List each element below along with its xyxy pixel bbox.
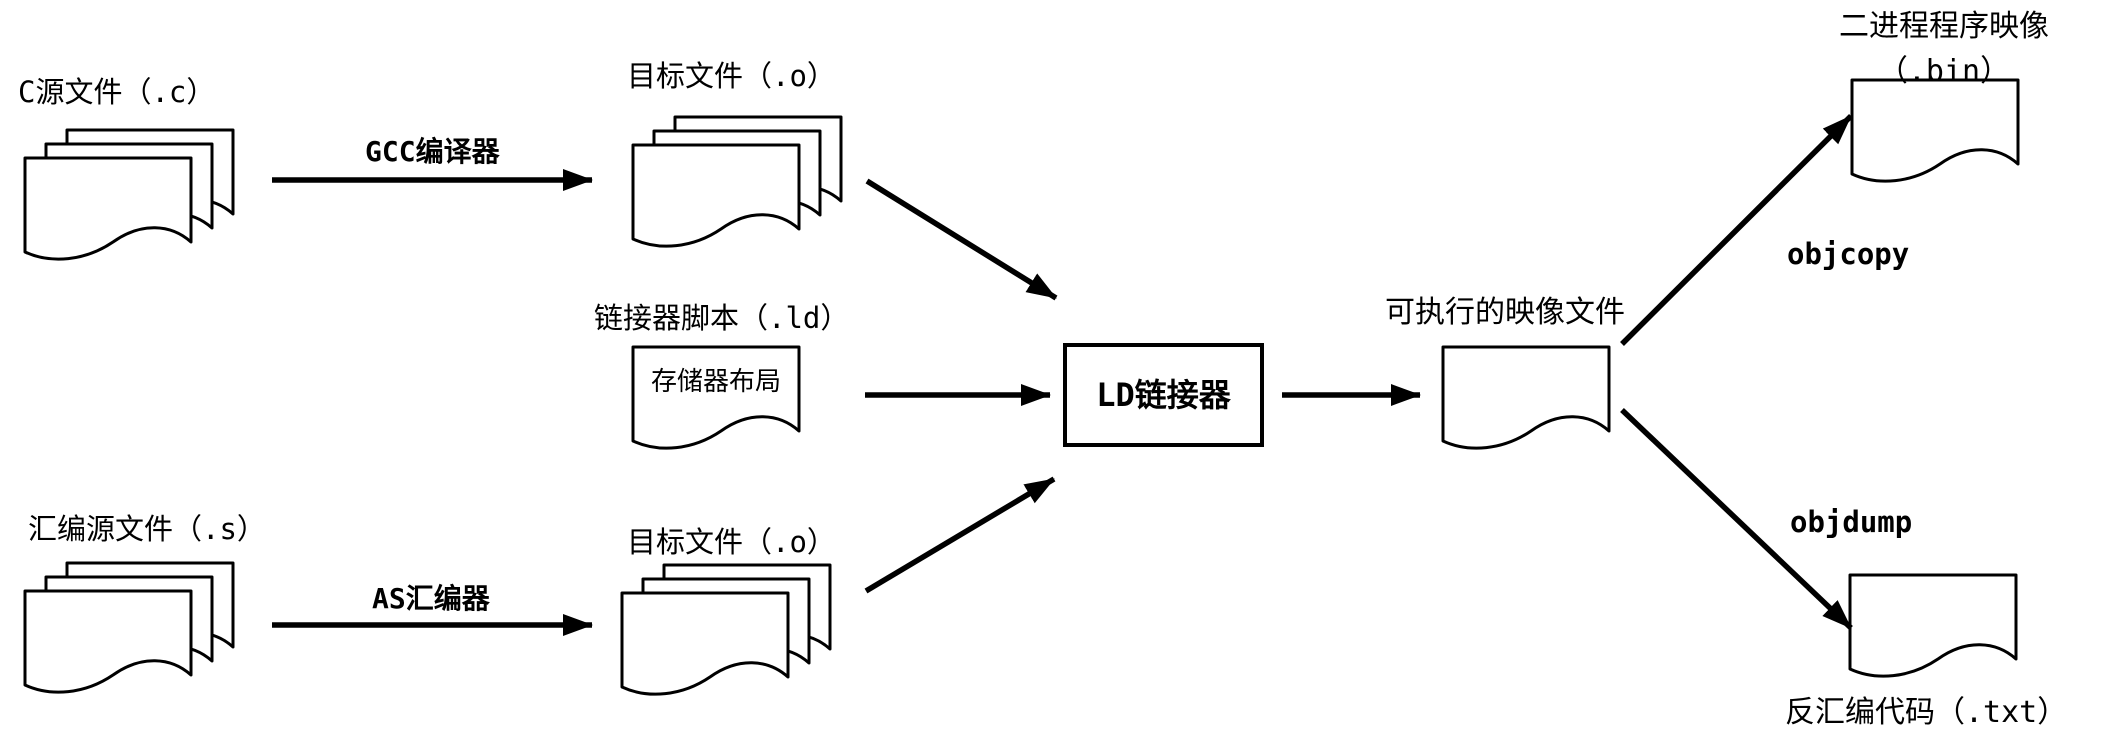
object-files-top-label: 目标文件（.o）: [627, 59, 836, 93]
objdump-arrow: [1620, 408, 1853, 630]
asm-source-document-stack-icon: [25, 563, 233, 692]
executable-image-label: 可执行的映像文件: [1385, 295, 1625, 330]
c-source-label: C源文件（.c）: [18, 75, 216, 109]
bin-image-label-line2: （.bin）: [1877, 54, 2011, 89]
bin-image-label: 二进程程序映像 （.bin）: [1799, 4, 2089, 94]
as-assembler-label: AS汇编器: [372, 582, 490, 615]
asm-source-label: 汇编源文件（.s）: [28, 512, 266, 546]
bin-image-label-line1: 二进程程序映像: [1839, 9, 2049, 44]
object-files-bottom-document-stack-icon: [622, 565, 830, 694]
object-files-top-document-stack-icon: [633, 117, 841, 246]
linker-script-label: 链接器脚本（.ld）: [594, 301, 850, 335]
executable-image-document-icon: [1441, 345, 1611, 450]
gcc-compiler-label: GCC编译器: [365, 135, 500, 168]
ld-linker-box: [1063, 343, 1264, 447]
bin-image-document-icon: [1850, 78, 2020, 183]
object-bottom-to-ld-arrow: [864, 476, 1056, 594]
disasm-code-label: 反汇编代码（.txt）: [1785, 695, 2068, 730]
object-files-bottom-label: 目标文件（.o）: [627, 525, 836, 559]
ld-linker-label: LD链接器: [1096, 375, 1231, 414]
disasm-code-document-icon: [1848, 573, 2018, 678]
memory-layout-text: 存储器布局: [650, 367, 781, 397]
objcopy-arrow: [1620, 114, 1853, 346]
object-top-to-ld-arrow: [865, 178, 1058, 301]
c-source-document-stack-icon: [25, 130, 233, 259]
objdump-label: objdump: [1790, 505, 1913, 539]
objcopy-label: objcopy: [1787, 237, 1910, 271]
